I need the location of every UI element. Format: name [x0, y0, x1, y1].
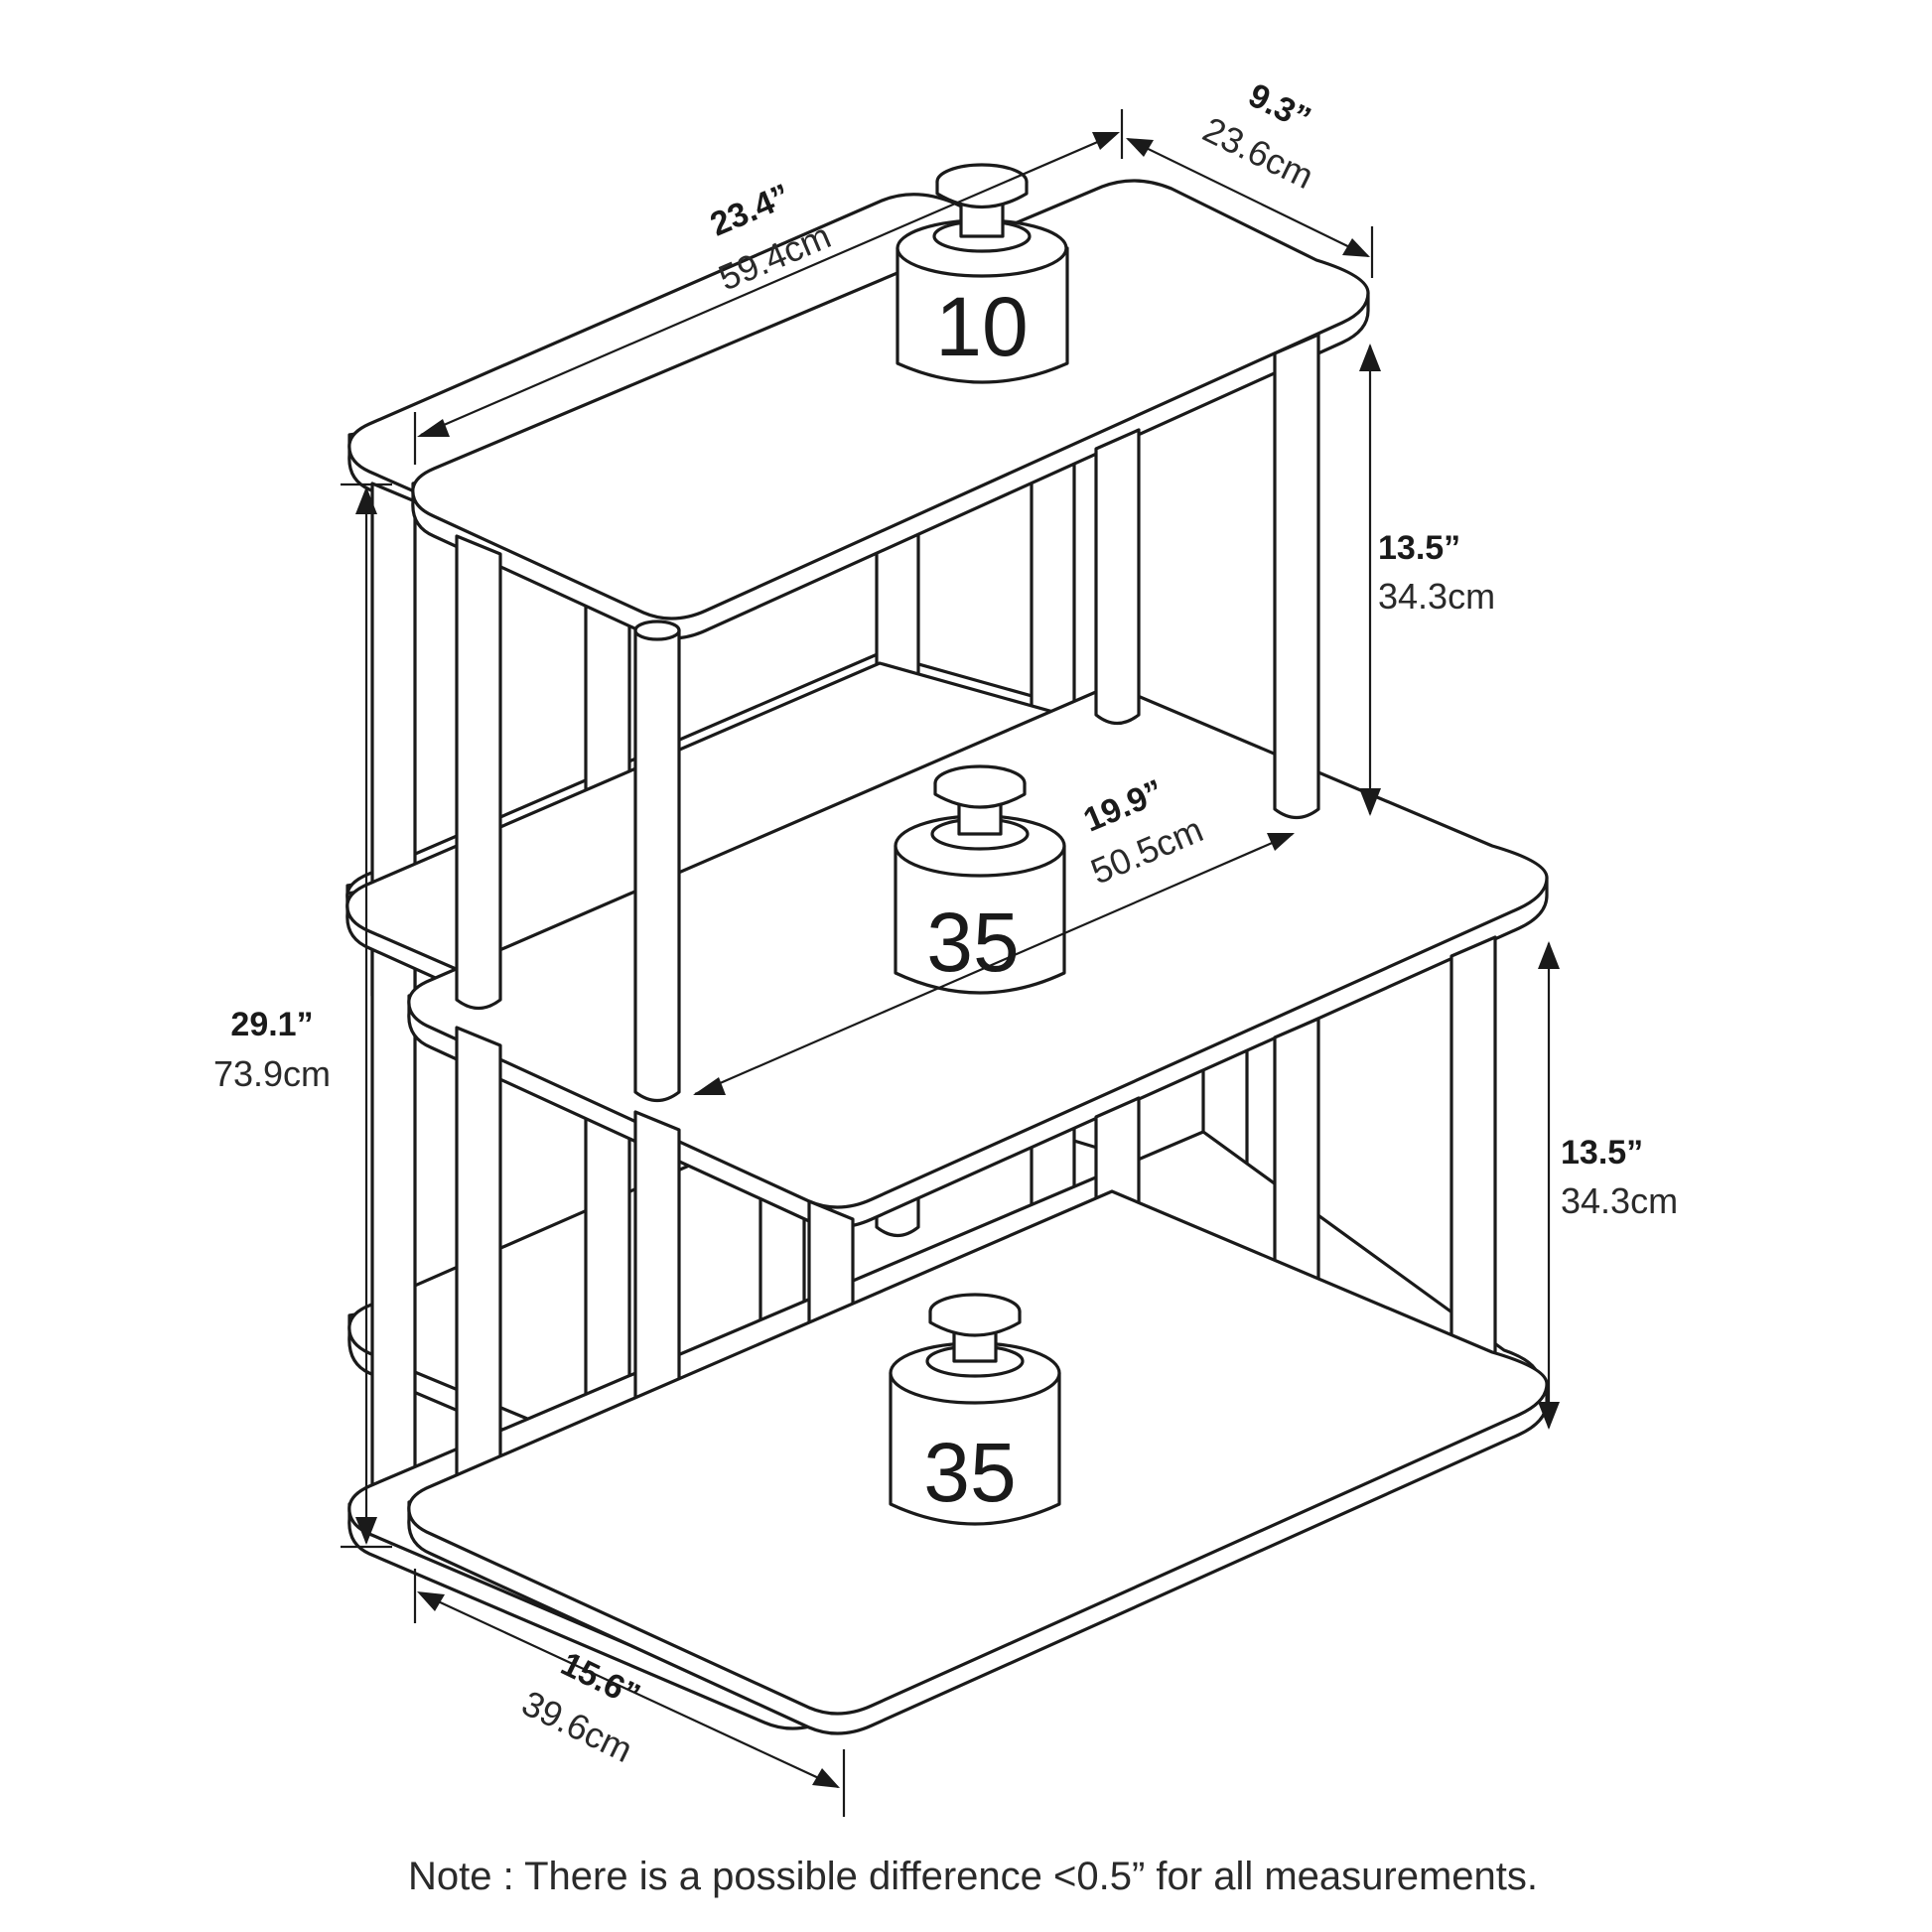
- weight-top-label: 10: [935, 280, 1028, 373]
- dim-top-depth: [1126, 138, 1374, 278]
- top-main-posts: [455, 333, 1320, 1103]
- dim-lower-height: [1538, 941, 1560, 1430]
- lower-height-cm: 34.3cm: [1561, 1180, 1678, 1221]
- total-height-cm: 73.9cm: [213, 1053, 331, 1094]
- upper-height-inches: 13.5”: [1378, 529, 1460, 567]
- weight-middle: 35: [894, 764, 1066, 995]
- measurement-note: Note : There is a possible difference <0…: [408, 1855, 1538, 1898]
- weight-middle-label: 35: [926, 896, 1019, 989]
- dim-middle-width: [693, 832, 1295, 1096]
- dim-bottom-depth: [413, 1569, 846, 1817]
- weight-bottom-label: 35: [923, 1426, 1016, 1519]
- weight-bottom: 35: [889, 1293, 1061, 1526]
- dim-top-width: [413, 109, 1124, 465]
- lower-height-inches: 13.5”: [1561, 1134, 1643, 1172]
- dim-total-height: [341, 483, 392, 1549]
- dim-upper-height: [1359, 344, 1381, 816]
- top-shelf-main: [411, 179, 1370, 640]
- upper-height-cm: 34.3cm: [1378, 576, 1495, 617]
- weight-top: 10: [896, 163, 1069, 384]
- total-height-inches: 29.1”: [230, 1006, 313, 1043]
